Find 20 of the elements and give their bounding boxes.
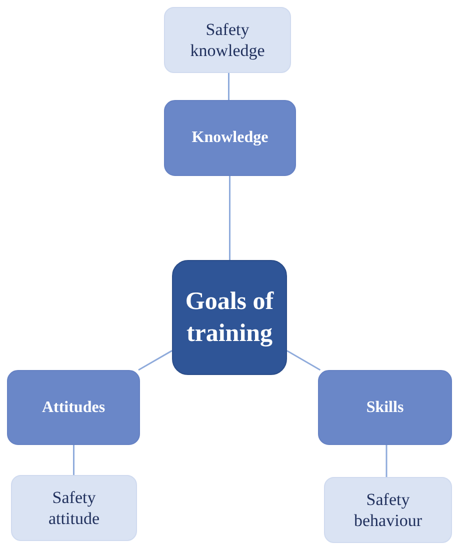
node-label: Knowledge bbox=[192, 128, 268, 148]
connector-line bbox=[286, 350, 321, 371]
connector-line bbox=[73, 445, 74, 475]
node-label: Attitudes bbox=[42, 398, 106, 418]
node-label: Safety attitude bbox=[48, 486, 100, 530]
topic-box bbox=[164, 7, 291, 73]
central-box bbox=[172, 260, 287, 375]
topic-box bbox=[11, 475, 137, 541]
category-box bbox=[164, 100, 296, 176]
connector-line bbox=[386, 445, 388, 477]
node-label: Goals of training bbox=[184, 287, 275, 348]
node-label: Safety behaviour bbox=[353, 488, 423, 532]
connector-line bbox=[228, 73, 230, 100]
connector-line bbox=[138, 350, 172, 371]
node-label: Skills bbox=[366, 398, 404, 418]
connector-line bbox=[229, 176, 230, 260]
category-box bbox=[318, 370, 452, 445]
topic-box bbox=[324, 477, 452, 543]
category-box bbox=[7, 370, 140, 445]
node-label: Safety knowledge bbox=[189, 18, 266, 62]
